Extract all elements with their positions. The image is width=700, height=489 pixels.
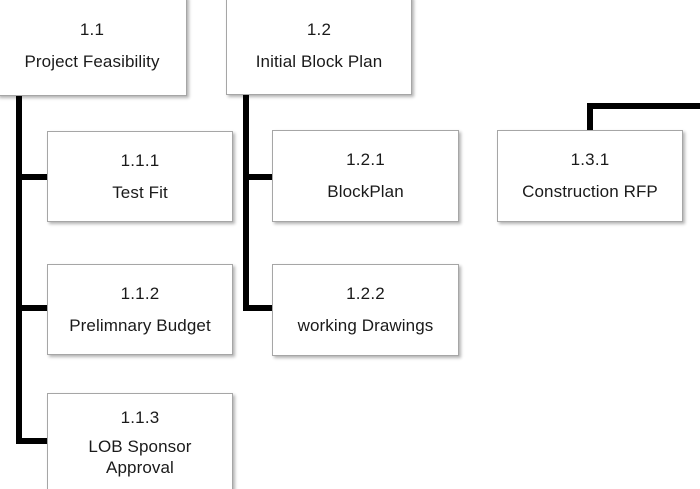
connector-trunk-1-2 bbox=[243, 94, 249, 311]
wbs-node-1-2-2[interactable]: 1.2.2 working Drawings bbox=[272, 264, 459, 356]
wbs-node-id: 1.2.2 bbox=[346, 284, 385, 303]
wbs-node-id: 1.1 bbox=[79, 20, 105, 39]
connector-drop-1-3-1 bbox=[587, 103, 593, 132]
wbs-node-id: 1.1.3 bbox=[120, 408, 160, 428]
wbs-node-id: 1.3.1 bbox=[570, 150, 610, 169]
connector-branch-1-2-2 bbox=[243, 305, 275, 311]
connector-feed-1-3-1 bbox=[587, 103, 700, 109]
wbs-node-title: Construction RFP bbox=[522, 182, 658, 202]
connector-branch-1-2-1 bbox=[243, 174, 275, 180]
wbs-node-title: Project Feasibility bbox=[24, 52, 160, 72]
wbs-node-id: 1.2 bbox=[306, 19, 332, 39]
wbs-node-title: BlockPlan bbox=[327, 182, 404, 202]
connector-branch-1-1-1 bbox=[16, 174, 50, 180]
wbs-node-title: LOB Sponsor Approval bbox=[88, 437, 192, 478]
wbs-node-title: Test Fit bbox=[112, 182, 168, 202]
wbs-node-id: 1.1.2 bbox=[120, 283, 160, 303]
connector-branch-1-1-2 bbox=[16, 305, 50, 311]
wbs-node-id: 1.2.1 bbox=[346, 150, 385, 169]
connector-branch-1-1-3 bbox=[16, 438, 50, 444]
wbs-node-title: working Drawings bbox=[297, 316, 434, 336]
wbs-node-title: Initial Block Plan bbox=[255, 51, 383, 71]
wbs-node-title: Prelimnary Budget bbox=[69, 315, 211, 335]
wbs-node-id: 1.1.1 bbox=[120, 150, 160, 170]
connector-trunk-1-1 bbox=[16, 95, 22, 444]
